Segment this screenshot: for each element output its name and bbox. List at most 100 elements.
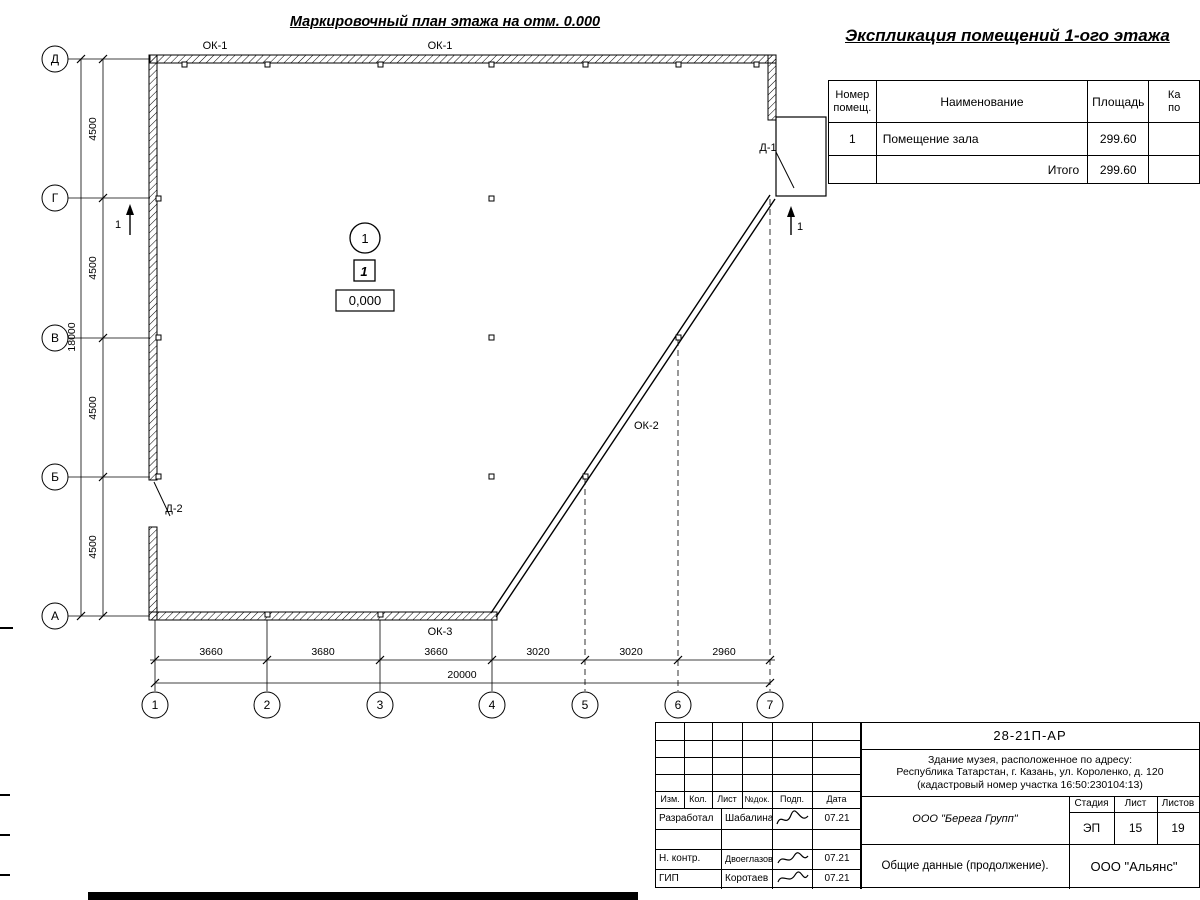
label-ok3: ОК-3	[428, 626, 453, 638]
tb-h-list: Лист	[717, 794, 737, 805]
tb-company: ООО "Берега Групп"	[912, 813, 1018, 826]
tb-role-developer: Разработал	[659, 812, 714, 824]
col-header-name: Наименование	[875, 80, 1089, 123]
room-number-circle	[349, 222, 381, 254]
tb-signature-developer	[773, 808, 812, 829]
dim-3020-2: 3020	[619, 646, 643, 658]
tb-line	[861, 749, 1199, 751]
wall-top	[149, 54, 777, 64]
frame-tick	[0, 874, 10, 876]
dim-20000: 20000	[447, 669, 476, 681]
col-header-number: Номер помещ.	[828, 80, 877, 123]
axis-col-2: 2	[264, 698, 271, 712]
room-type-text: 1	[360, 264, 367, 279]
explication-total-row: Итого 299.60	[828, 155, 1200, 184]
axis-col-5: 5	[582, 698, 589, 712]
tb-h-podp: Подп.	[780, 794, 804, 805]
room-type-square	[353, 259, 376, 282]
tb-sheets-value: 19	[1171, 820, 1185, 835]
label-d1: Д-1	[759, 142, 776, 154]
tb-line	[1069, 812, 1199, 813]
title-block: Изм. Кол. Лист №док. Подп. Дата Разработ…	[655, 722, 1200, 889]
tb-line	[812, 723, 813, 889]
element-labels: ОК-1 ОК-1 ОК-2 ОК-3 Д-1 Д-2	[165, 40, 776, 638]
vestibule-outline	[775, 116, 827, 197]
tb-line	[772, 723, 773, 889]
tb-line	[861, 844, 1199, 846]
dim-18000: 18000	[66, 322, 78, 351]
diagonal-window-wall	[490, 194, 776, 618]
tb-project-address: Здание музея, расположенное по адресу: Р…	[861, 749, 1199, 796]
label-ok2: ОК-2	[634, 420, 659, 432]
axis-col-7: 7	[767, 698, 774, 712]
tb-name-developer: Шабалина	[725, 812, 772, 824]
tb-line	[861, 796, 1199, 798]
dim-3680: 3680	[311, 646, 335, 658]
column-markers	[155, 61, 760, 618]
dimension-ticks	[76, 54, 775, 688]
tb-address-line1: Здание музея, расположенное по адресу:	[927, 753, 1133, 766]
tb-line	[742, 723, 743, 808]
axis-row-a: А	[51, 609, 59, 623]
cell-room-name: Помещение зала	[875, 122, 1089, 156]
explication-title: Экспликация помещений 1-ого этажа	[845, 26, 1170, 45]
tb-line	[1114, 796, 1115, 844]
tb-line	[656, 791, 861, 792]
tb-sheet-value: 15	[1128, 820, 1143, 835]
dim-3020-1: 3020	[526, 646, 550, 658]
dim-4500-3: 4500	[87, 396, 99, 420]
dim-4500-4: 4500	[87, 535, 99, 559]
dimension-labels: 4500 4500 4500 4500 18000 3660 3680 3660…	[66, 117, 736, 681]
tb-name-ncontrol: Двоеглазов	[725, 853, 772, 864]
section-left-number: 1	[115, 219, 121, 231]
tb-line	[656, 808, 861, 810]
tb-doc-name: Общие данные (продолжение).	[881, 859, 1049, 872]
wall-bottom	[148, 611, 498, 621]
axis-row-b: Б	[51, 470, 59, 484]
tb-name-gip: Коротаев	[725, 873, 769, 884]
frame-tick	[0, 794, 10, 796]
tb-line	[656, 774, 861, 775]
tb-address-line2: Республика Татарстан, г. Казань, ул. Кор…	[896, 766, 1164, 779]
tb-stage-value: ЭП	[1082, 820, 1101, 835]
dim-3660-2: 3660	[424, 646, 448, 658]
wall-left-lower	[148, 526, 158, 621]
cell-total-area: 299.60	[1087, 155, 1150, 184]
frame-tick	[0, 627, 13, 629]
tb-line	[684, 723, 685, 808]
tb-line	[656, 829, 861, 830]
explication-row-1: 1 Помещение зала 299.60	[828, 122, 1200, 156]
tb-line	[1069, 796, 1071, 889]
label-ok1-left: ОК-1	[203, 40, 228, 52]
explication-table: Номер помещ. Наименование Площадь Ка по …	[828, 80, 1200, 184]
tb-h-kol: Кол.	[689, 794, 707, 805]
room-marker: 1 1 0,000	[335, 222, 395, 312]
cell-room-number: 1	[828, 122, 877, 156]
tb-signature-gip	[773, 869, 812, 889]
dim-2960: 2960	[712, 646, 736, 658]
cell-room-category	[1148, 122, 1200, 156]
wall-left-upper	[148, 54, 158, 481]
dim-4500-1: 4500	[87, 117, 99, 141]
tb-role-ncontrol: Н. контр.	[659, 853, 701, 864]
section-right-number: 1	[797, 221, 803, 233]
axis-row-v: В	[51, 331, 59, 345]
tb-doc-number: 28-21П-АР	[993, 728, 1067, 744]
elevation-text: 0,000	[349, 293, 382, 308]
extension-lines-bottom	[154, 620, 493, 691]
tb-address-line3: (кадастровый номер участка 16:50:230104:…	[917, 778, 1143, 791]
plan-title: Маркировочный план этажа на отм. 0.000	[289, 14, 601, 30]
tb-line	[656, 757, 861, 758]
dim-3660-1: 3660	[199, 646, 223, 658]
extension-lines-left	[68, 58, 150, 617]
tb-stage-header: Стадия	[1074, 798, 1109, 809]
axis-circles-bottom: 1 2 3 4 5 6 7	[141, 691, 784, 719]
frame-tick	[0, 834, 10, 836]
label-ok1-right: ОК-1	[428, 40, 453, 52]
axis-row-d: Д	[51, 52, 59, 66]
col-header-area: Площадь	[1087, 80, 1150, 123]
col-header-category: Ка по	[1148, 80, 1200, 123]
tb-h-izm: Изм.	[660, 794, 680, 805]
tb-line	[712, 723, 713, 808]
